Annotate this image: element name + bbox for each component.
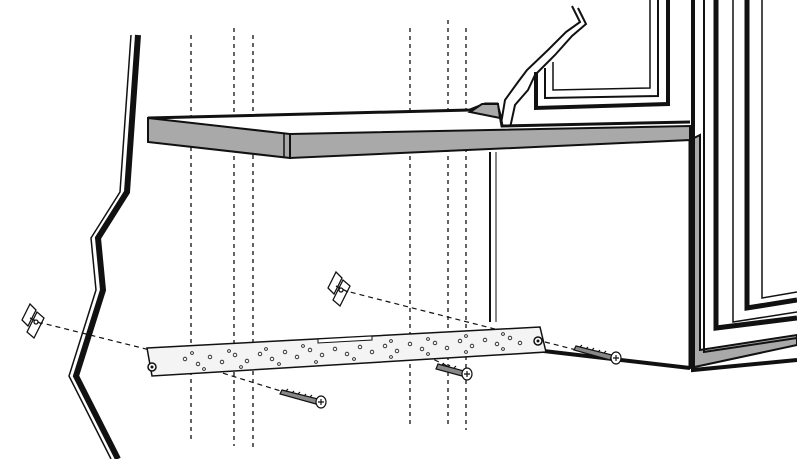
guide-right-toggle bbox=[341, 289, 539, 341]
screw-middle bbox=[435, 362, 473, 381]
cabinet-door-frames bbox=[691, 0, 797, 373]
cabinet-upper-molding bbox=[499, 0, 670, 131]
stud-guide-lines bbox=[190, 20, 467, 450]
cabinet-bottom-shelf bbox=[147, 102, 691, 160]
wall-cabinet bbox=[489, 0, 797, 373]
mounting-plate bbox=[146, 326, 547, 377]
toggle-bolt-left bbox=[21, 302, 45, 340]
toggle-bolt-right bbox=[327, 270, 351, 308]
guide-left-toggle bbox=[37, 321, 151, 351]
wall-edge bbox=[68, 34, 141, 459]
plate-perforations bbox=[182, 332, 523, 371]
screw-right bbox=[573, 344, 622, 365]
screw-left bbox=[279, 388, 327, 409]
